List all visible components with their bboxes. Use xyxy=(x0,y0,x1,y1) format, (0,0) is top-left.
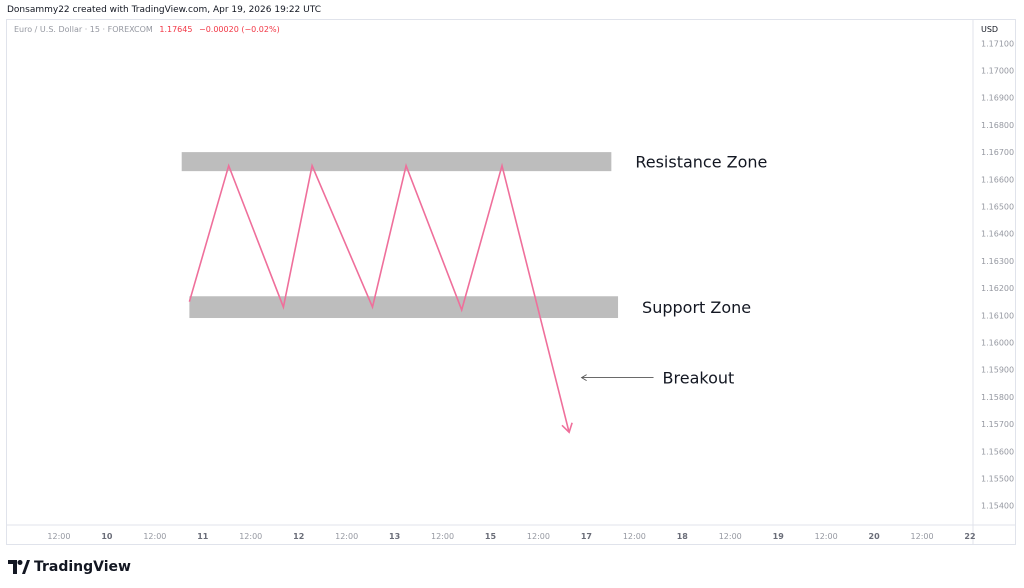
logo-text: TradingView xyxy=(34,559,131,575)
chart-frame xyxy=(6,19,1016,545)
symbol-info: Euro / U.S. Dollar · 15 · FOREXCOM 1.176… xyxy=(14,25,280,34)
price-change: −0.00020 (−0.02%) xyxy=(199,25,280,34)
chart-credit: Donsammy22 created with TradingView.com,… xyxy=(7,5,321,15)
symbol-name: Euro / U.S. Dollar · 15 · FOREXCOM xyxy=(14,25,153,34)
currency-label[interactable]: USD xyxy=(981,25,999,34)
last-price: 1.17645 xyxy=(159,25,193,34)
tradingview-logo[interactable]: TradingView xyxy=(8,557,131,577)
tradingview-logo-icon xyxy=(8,560,30,574)
